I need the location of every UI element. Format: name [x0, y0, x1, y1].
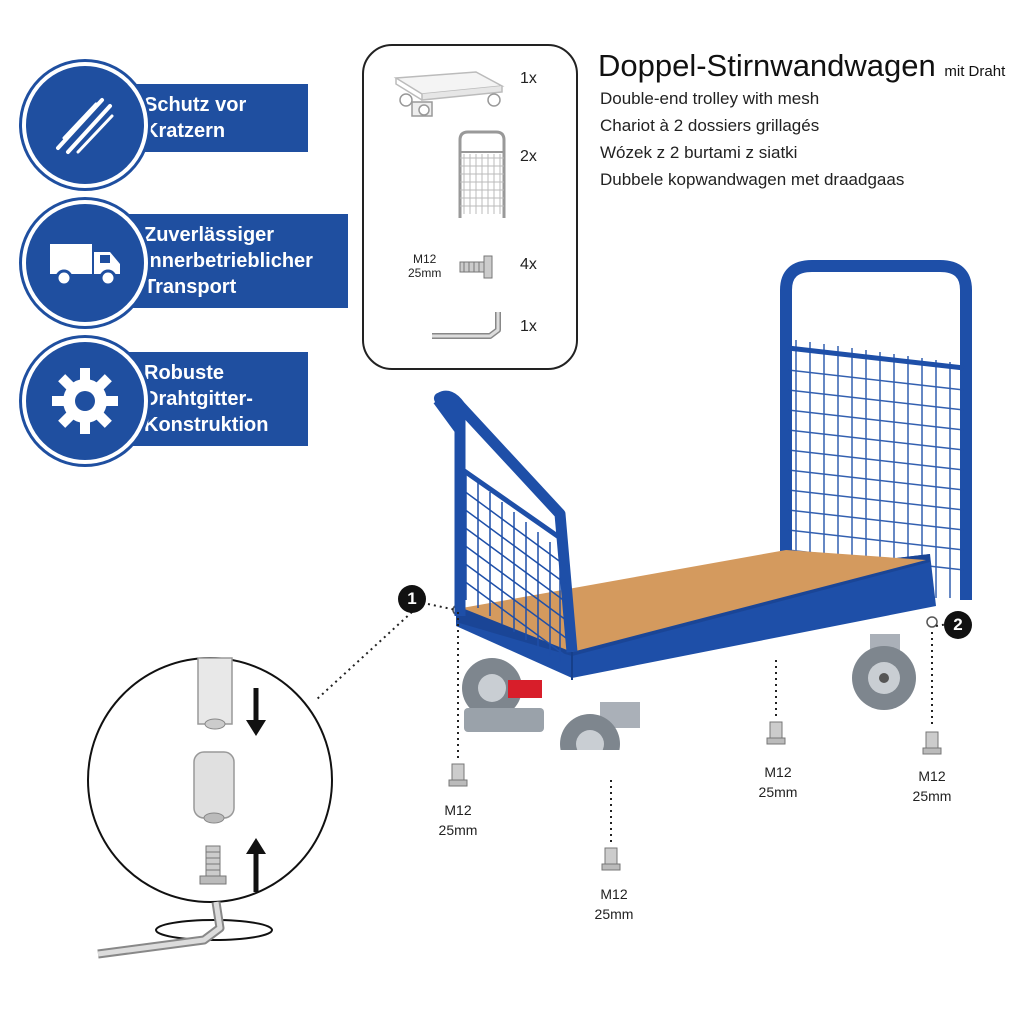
callout-2: 2: [944, 611, 972, 639]
screw-icon: [601, 847, 621, 871]
parts-list-box: 1x 2x M12 25mm 4x 1x: [362, 44, 578, 370]
feature-line: Kratzern: [144, 120, 226, 142]
screw-spec-3: M12 25mm: [748, 762, 808, 802]
trolley-illustration: [433, 260, 972, 750]
title-translation-pl: Wózek z 2 burtami z siatki: [600, 143, 798, 162]
screw-size: M12: [444, 802, 472, 818]
part-quantity: 1x: [520, 318, 537, 335]
feature-scratch-protection: Schutz vor Kratzern: [22, 62, 332, 188]
part-quantity: 4x: [520, 256, 537, 273]
screw-length: 25mm: [758, 784, 798, 800]
scratch-marks-icon: [22, 62, 148, 188]
screw-length: 25mm: [912, 788, 952, 804]
part-quantity: 2x: [520, 148, 537, 165]
screw-spec-2: M12 25mm: [584, 884, 644, 924]
screw-spec-4: M12 25mm: [902, 766, 962, 806]
part-quantity: 1x: [520, 70, 537, 87]
title-translation-nl: Dubbele kopwandwagen met draadgaas: [600, 170, 905, 189]
screw-spec-1: M12 25mm: [428, 800, 488, 840]
screw-length: 25mm: [438, 822, 478, 838]
product-title-main: Doppel-Stirnwandwagen: [598, 48, 936, 83]
assembly-detail-circle: [87, 657, 333, 959]
product-title-suffix: mit Draht: [944, 63, 1006, 80]
truck-icon: [22, 200, 148, 326]
front-left-wheel: [560, 702, 640, 750]
feature-line: Konstruktion: [144, 414, 269, 436]
feature-line: Schutz vor: [144, 94, 247, 116]
screw-length: 25mm: [594, 906, 634, 922]
screw-spec: M12 25mm: [408, 252, 441, 280]
screw-size: M12: [764, 764, 792, 780]
feature-transport: Zuverlässiger innerbetrieblicher Transpo…: [22, 200, 348, 326]
title-translation-en: Double-end trolley with mesh: [600, 89, 820, 108]
screw-icon: [922, 731, 942, 755]
rear-right-wheel: [852, 634, 916, 710]
screw-icon: [766, 721, 786, 745]
screw-icon: [448, 763, 468, 787]
feature-line: Robuste: [144, 362, 224, 384]
screw-size: M12: [413, 252, 437, 266]
callout-1: 1: [398, 585, 426, 613]
feature-line: innerbetrieblicher: [144, 250, 313, 272]
product-title: Doppel-Stirnwandwagen mit Draht: [598, 48, 1005, 84]
gear-icon: [22, 338, 148, 464]
mesh-end-panel-icon: [458, 130, 506, 218]
platform-base-icon: [393, 71, 505, 117]
feature-line: Zuverlässiger: [144, 224, 275, 246]
screw-size: M12: [600, 886, 628, 902]
feature-robust-construction: Robuste Drahtgitter- Konstruktion: [22, 338, 332, 464]
screw-length: 25mm: [408, 266, 442, 280]
title-translation-fr: Chariot à 2 dossiers grillagés: [600, 116, 820, 135]
allen-key-icon: [432, 312, 501, 339]
screw-icon: [459, 255, 493, 279]
rear-left-wheel: [462, 658, 544, 732]
feature-line: Drahtgitter-: [144, 388, 253, 410]
screw-size: M12: [918, 768, 946, 784]
feature-line: Transport: [144, 276, 237, 298]
